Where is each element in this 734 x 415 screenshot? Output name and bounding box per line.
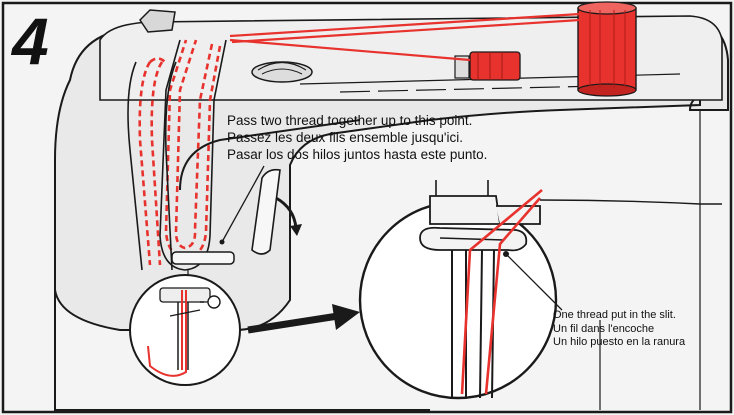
machine-top-deck [99,15,723,101]
callout-bottom-text: One thread put in the slit. Un fil dans … [553,309,685,350]
direction-arrowhead [290,224,302,236]
thread-spool [577,1,637,97]
callout-top-english: Pass two thread together up to this poin… [227,113,473,128]
callout-bottom-french: Un fil dans l'encoche [553,322,655,335]
callout-bottom-spanish: Un hilo puesto en la ranura [553,336,686,348]
large-zoom-lens [358,180,558,400]
step-number: 4 [12,4,49,78]
zoom-arrow [247,304,360,334]
callout-top-text: Pass two thread together up to this poin… [227,112,487,163]
callout-top-spanish: Pasar los dos hilos juntos hasta este pu… [227,147,488,162]
tension-dial [251,61,313,83]
thread-path-top [229,12,581,62]
small-zoom-lens [129,274,241,386]
callout-bottom-english: One thread put in the slit. [553,309,676,321]
face-slot [251,168,281,255]
callout-top-leader [221,165,265,243]
needle-bar-clamp [429,195,502,225]
callout-top-french: Passez les deux fils ensemble jusqu'ici. [227,130,463,145]
bobbin-winder [454,51,521,81]
thread-guide [139,9,176,33]
direction-arrow [275,196,298,229]
needle-clamp-slot [171,251,235,265]
thread-channel-outline [127,39,227,271]
callout-bottom-leader [505,253,563,311]
